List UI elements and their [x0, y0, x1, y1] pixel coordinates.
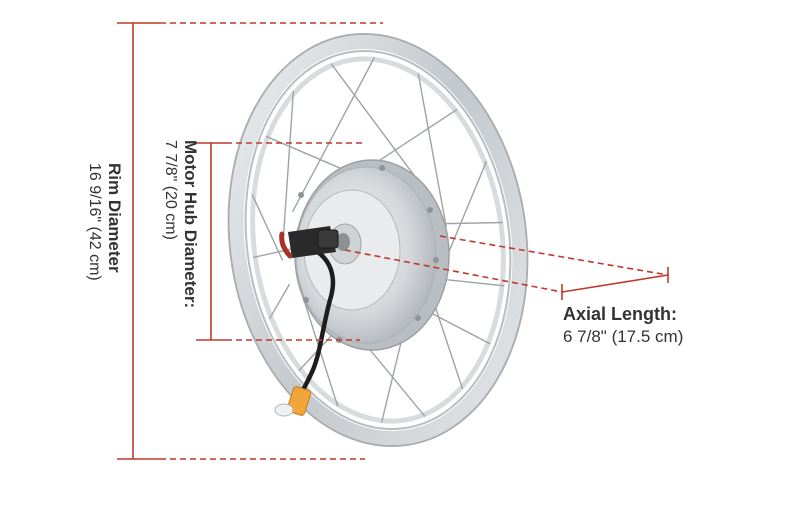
- axial-length-title: Axial Length:: [563, 304, 678, 324]
- rim-dimension-line: [117, 22, 383, 460]
- rim-diameter-label: Rim Diameter 16 9/16" (42 cm): [84, 163, 124, 281]
- axial-length-value: 6 7/8" (17.5 cm): [563, 326, 684, 346]
- spoke: [291, 57, 376, 213]
- hub-diameter-label: Motor Hub Diameter: 7 7/8" (20 cm): [160, 140, 200, 308]
- spoke: [251, 193, 284, 261]
- hub-dimension-line: [196, 142, 362, 341]
- rim-diameter-title: Rim Diameter: [105, 163, 124, 273]
- spoke: [283, 90, 295, 232]
- axial-dimension-line: [344, 235, 669, 300]
- spoke: [417, 73, 447, 227]
- spoke: [446, 160, 488, 256]
- hub-diameter-value: 7 7/8" (20 cm): [161, 140, 179, 240]
- rim-diameter-value: 16 9/16" (42 cm): [85, 163, 103, 281]
- spoke: [268, 283, 291, 320]
- wheel-image: [227, 32, 529, 448]
- spoke: [440, 278, 505, 287]
- motor-hub-image: [294, 159, 450, 351]
- axial-length-label: Axial Length: 6 7/8" (17.5 cm): [563, 303, 683, 347]
- hub-diameter-title: Motor Hub Diameter:: [181, 140, 200, 309]
- cable-image: [274, 226, 339, 417]
